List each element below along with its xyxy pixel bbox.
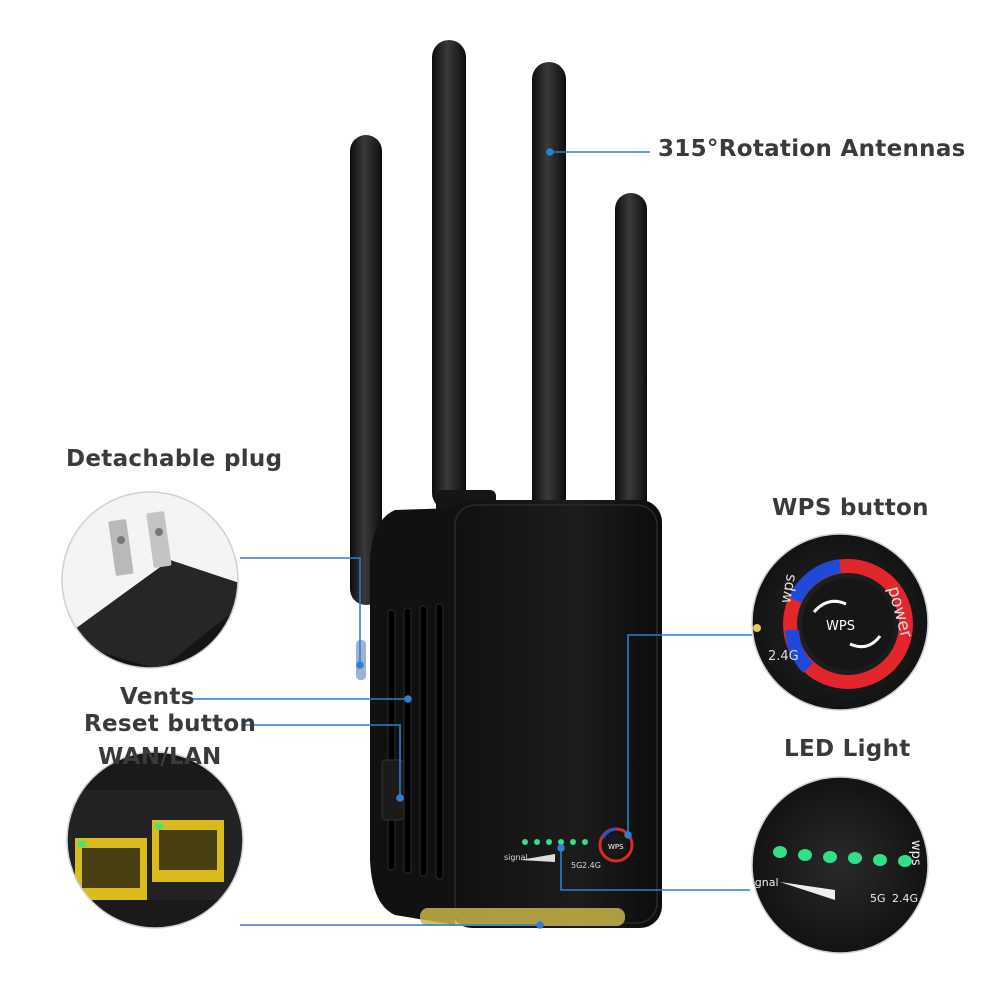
front-signal-text: signal [504,853,528,862]
svg-text:5G: 5G [870,892,886,905]
antennas-label: 315°Rotation Antennas [658,136,966,162]
wps-zoom-circle: WPS 2.4G wps power [751,533,929,711]
wan-lan-ports-glow [420,908,625,926]
reset-button-slot [381,759,405,821]
plug-label: Detachable plug [66,446,283,472]
antenna-4 [615,193,647,553]
svg-text:WPS: WPS [608,843,624,851]
callout-lines [192,148,752,929]
antennas [350,40,647,605]
svg-text:2.4G: 2.4G [892,892,918,905]
antenna-2 [432,40,466,510]
wps-button-label: WPS button [772,495,929,521]
vents-label: Vents [120,684,195,710]
reset-button-label: Reset button [84,711,257,737]
svg-text:wps: wps [908,840,923,866]
device-side-panel [356,508,455,925]
antenna-1 [350,135,382,605]
svg-text:signal: signal [746,876,779,889]
antenna-3 [532,62,566,522]
svg-text:wps: wps [776,572,799,604]
svg-text:WPS: WPS [826,619,855,634]
led-light-label: LED Light [784,736,911,762]
device-front: signal 5G 2.4G WPS [420,500,662,928]
ports-zoom-circle [66,751,244,929]
front-led-row [522,839,588,845]
svg-text:2.4G: 2.4G [582,861,601,870]
led-zoom-circle: signal 5G 2.4G wps [746,776,929,954]
plug-zoom-circle [61,491,239,669]
svg-text:2.4G: 2.4G [768,649,799,664]
svg-text:5G: 5G [571,861,582,870]
wan-lan-label: WAN/LAN [98,744,222,770]
